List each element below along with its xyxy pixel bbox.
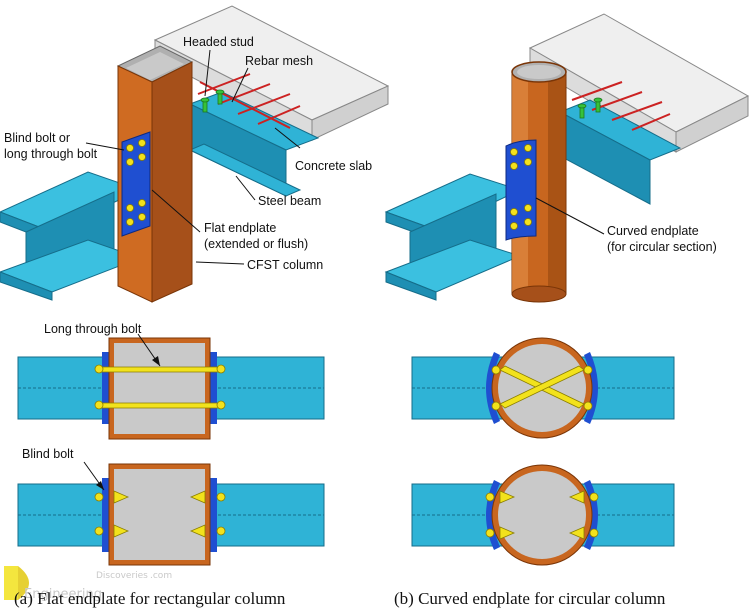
concrete-slab-a <box>153 5 390 141</box>
leaders-a <box>85 49 301 265</box>
label-headed-stud: Headed stud <box>183 35 254 49</box>
headed-stud-a <box>200 89 225 113</box>
label-curved-endplate-1: Curved endplate <box>607 224 699 238</box>
label-blind-bolt-or-2: long through bolt <box>4 147 98 161</box>
rebar-mesh-a <box>197 73 301 129</box>
watermark-logo: Engineering Discoveries .com <box>4 566 172 602</box>
steel-beam-back-a <box>188 91 320 197</box>
caption-b: (b) Curved endplate for circular column <box>394 589 666 608</box>
label-rebar-mesh: Rebar mesh <box>245 54 313 68</box>
figure-a-plan-blind-bolt: Blind bolt <box>17 447 325 566</box>
flat-endplate-a <box>121 131 151 237</box>
label-blind-bolt-or-1: Blind bolt or <box>4 131 70 145</box>
curved-endplate-b <box>505 139 537 241</box>
steel-beam-front-b <box>384 173 522 301</box>
logo-mark-icon <box>4 566 18 600</box>
watermark-suffix: .com <box>150 571 172 581</box>
label-curved-endplate-2: (for circular section) <box>607 240 717 254</box>
steel-beam-front-a <box>0 171 142 301</box>
label-flat-endplate-1: Flat endplate <box>204 221 276 235</box>
label-flat-endplate-2: (extended or flush) <box>204 237 308 251</box>
label-long-through-bolt: Long through bolt <box>44 322 142 336</box>
figure-b-3d: Curved endplate (for circular section) <box>384 13 750 303</box>
watermark-brand: Engineering <box>24 587 102 602</box>
figure-a-plan-long-bolt: Long through bolt <box>17 322 325 440</box>
label-cfst-column: CFST column <box>247 258 323 272</box>
caption-a: (a) Flat endplate for rectangular column <box>14 589 286 608</box>
label-blind-bolt: Blind bolt <box>22 447 74 461</box>
figure-a-3d: Headed stud Rebar mesh Blind bolt or lon… <box>0 5 390 303</box>
headed-stud-b <box>577 97 603 119</box>
watermark-site: Discoveries <box>96 571 148 581</box>
label-steel-beam: Steel beam <box>258 194 321 208</box>
figure-b-plan-blind-bolt <box>411 464 675 566</box>
figure-b-plan-long-bolt <box>411 337 675 439</box>
label-concrete-slab: Concrete slab <box>295 159 372 173</box>
leaders-b <box>535 197 605 235</box>
